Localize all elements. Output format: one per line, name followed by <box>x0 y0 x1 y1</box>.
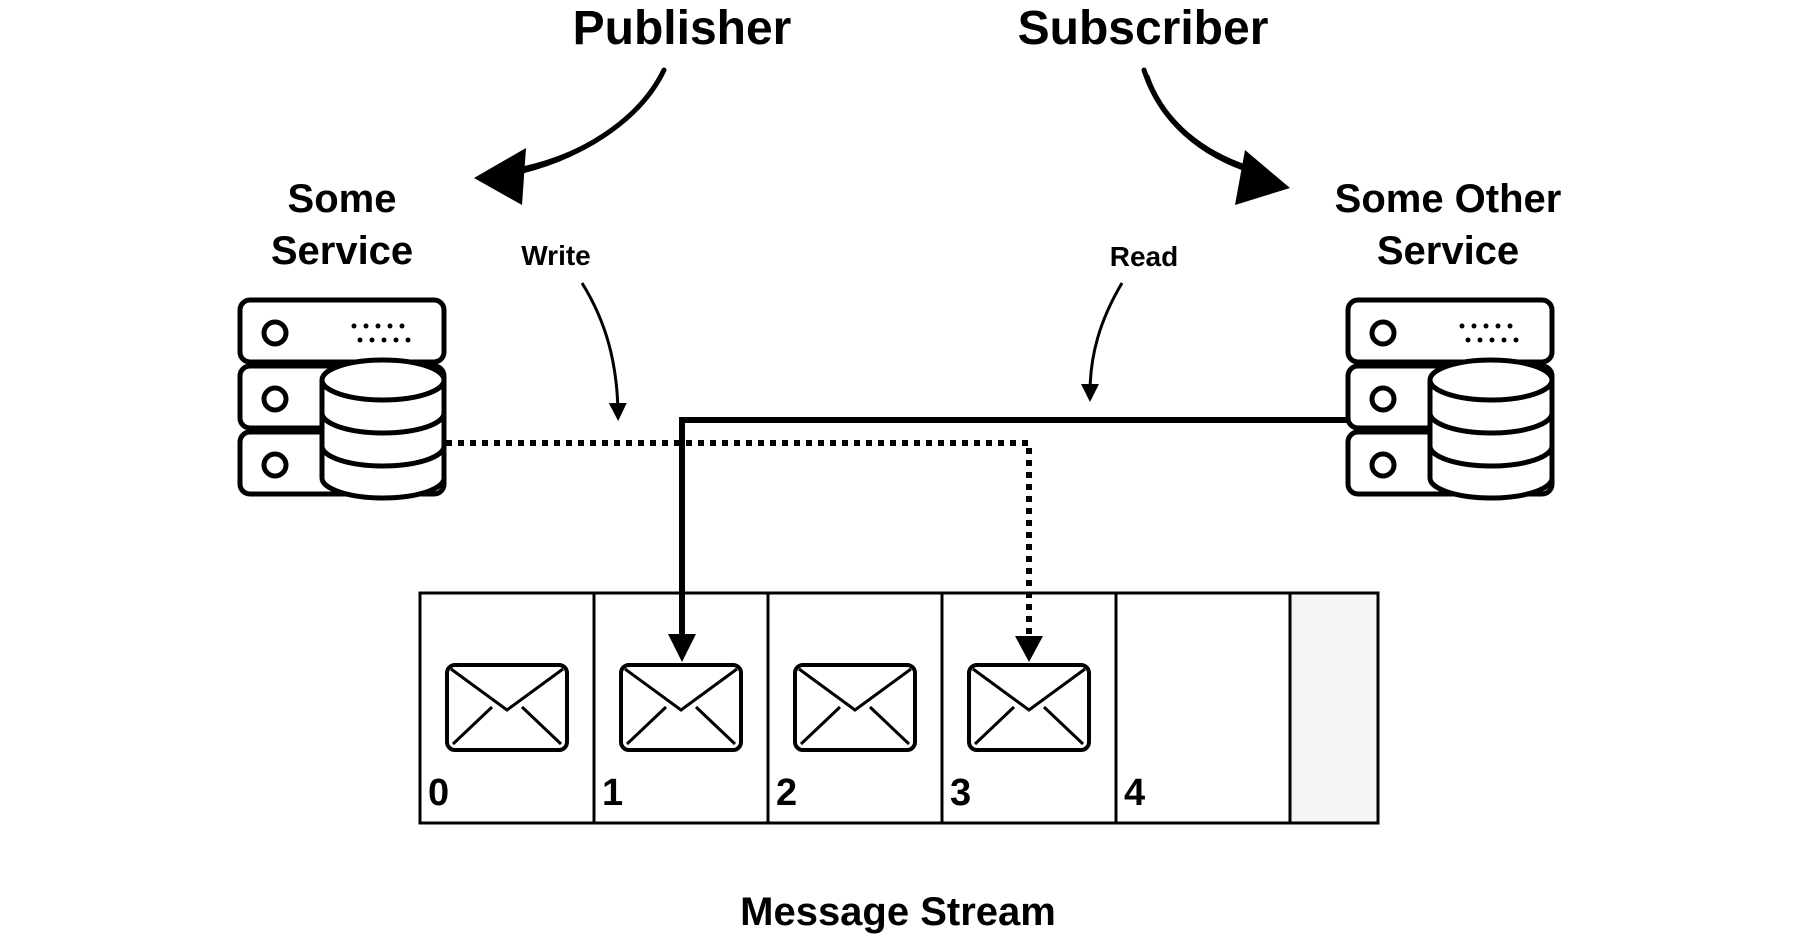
server-database-icon <box>1345 297 1555 501</box>
stream-slot: 2 <box>766 591 944 825</box>
stream-slot: 0 <box>418 591 596 825</box>
some-service-label-line2: Service <box>271 229 413 273</box>
stream-slot-index: 2 <box>776 772 797 814</box>
stream-slot: 4 <box>1114 591 1292 825</box>
other-service-label-line1: Some Other <box>1335 177 1562 221</box>
stream-slot-index: 0 <box>428 772 449 814</box>
envelope-icon <box>445 663 569 752</box>
write-connection-arrowhead <box>1015 636 1043 662</box>
read-label: Read <box>1110 241 1178 272</box>
stream-slot-index: 1 <box>602 772 623 814</box>
other-service-label-line2: Service <box>1377 229 1519 273</box>
publisher-arrow <box>474 67 667 205</box>
write-connection-line <box>446 440 1032 638</box>
envelope-icon <box>793 663 917 752</box>
read-connection-line <box>679 417 1350 638</box>
read-connection-arrowhead <box>668 634 696 662</box>
subscriber-arrow <box>1141 67 1290 205</box>
message-stream: 0 1 2 3 4 <box>418 591 1380 825</box>
stream-slot: 3 <box>940 591 1118 825</box>
stream-slot-box <box>1114 591 1292 825</box>
server-database-icon <box>237 297 447 501</box>
some-service-label-line1: Some <box>288 177 397 221</box>
read-pointer-arrow <box>1081 282 1124 402</box>
envelope-icon <box>619 663 743 752</box>
stream-slot-index: 3 <box>950 772 971 814</box>
write-pointer-arrow <box>580 282 627 421</box>
subscriber-title: Subscriber <box>1018 2 1269 55</box>
stream-tail-segment <box>1288 591 1380 825</box>
stream-slot-index: 4 <box>1124 772 1145 814</box>
write-label: Write <box>521 240 591 271</box>
envelope-icon <box>967 663 1091 752</box>
stream-title: Message Stream <box>740 890 1056 934</box>
publisher-title: Publisher <box>573 2 792 55</box>
